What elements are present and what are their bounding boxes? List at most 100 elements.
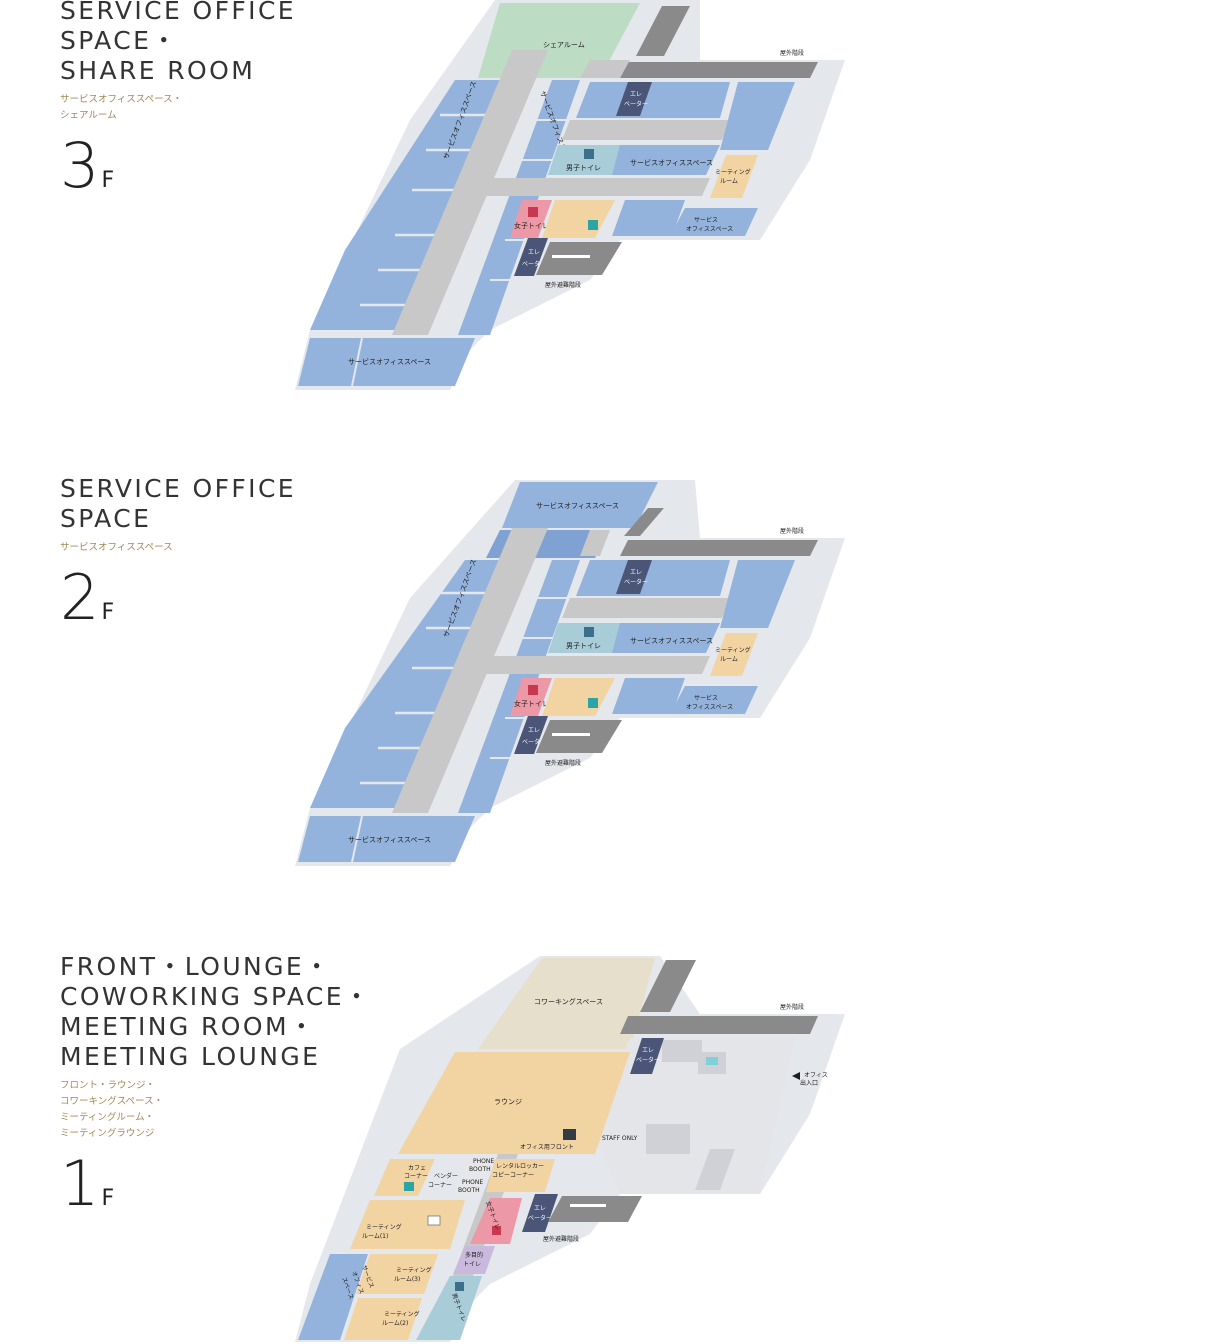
office-small-2[interactable] [612, 678, 685, 714]
coworking-space[interactable] [478, 958, 655, 1049]
mens-toilet-icon [584, 149, 594, 159]
office-right-far[interactable] [720, 560, 795, 628]
office-bottom-label: サービスオフィススペース [348, 357, 431, 366]
stairs-block [636, 6, 690, 56]
floor-1f-plan: コワーキングスペース 屋外階段 STAFF ONLY オフィス 出入口 エレ ベ… [295, 956, 845, 1342]
locker-copy-corner[interactable] [486, 1159, 555, 1192]
mens-toilet-icon [584, 627, 594, 637]
floor-2f-unit: F [101, 600, 115, 625]
office-right-label: サービスオフィススペース [630, 636, 713, 645]
office-bottom[interactable] [298, 816, 475, 862]
elevator-bottom-label-2: ベーター [528, 1214, 552, 1222]
mens-toilet[interactable] [548, 623, 620, 653]
cafe-corner[interactable] [374, 1159, 435, 1196]
office-top-label: サービスオフィススペース [536, 501, 619, 510]
elevator-bottom[interactable] [514, 716, 548, 754]
office-left[interactable] [310, 80, 508, 330]
mens-toilet[interactable] [548, 145, 620, 175]
entrance-label-2: 出入口 [800, 1079, 818, 1087]
staff-icon-teal [706, 1057, 718, 1065]
cafe-icon [404, 1182, 414, 1191]
phone-booth-1[interactable] [464, 1158, 492, 1174]
staff-only-block-1 [662, 1040, 702, 1062]
meeting-room-2[interactable] [344, 1298, 422, 1340]
elevator-top-label-2: ベーター [624, 578, 648, 586]
womens-toilet[interactable] [510, 678, 552, 716]
meeting-room-label-1: ミーティング [715, 168, 751, 176]
phone-booth-2-label-b: BOOTH [458, 1187, 480, 1194]
office-small-label-1: サービス [694, 694, 718, 702]
meeting-room[interactable] [710, 155, 758, 198]
womens-toilet-icon [492, 1226, 501, 1235]
multi-toilet-label-2: トイレ [463, 1261, 481, 1268]
mens-toilet[interactable] [416, 1276, 482, 1340]
floor-1f-unit: F [101, 1186, 115, 1211]
meeting-room-label-2: ルーム [720, 178, 738, 185]
office-right-top[interactable] [576, 560, 730, 596]
evac-stairs-label: 屋外避難階段 [545, 281, 581, 289]
evac-stairs-label: 屋外避難階段 [543, 1235, 579, 1243]
meeting-room-3[interactable] [356, 1254, 438, 1294]
floor-3f: SERVICE OFFICE SPACE・ SHARE ROOM サービスオフィ… [0, 0, 1220, 420]
elevator-bottom-label-1: エレ [534, 1205, 546, 1212]
evac-stairs-label: 屋外避難階段 [545, 759, 581, 767]
office-small-2[interactable] [612, 200, 685, 236]
outdoor-stairs-label: 屋外階段 [780, 1003, 804, 1011]
office-bottom[interactable] [298, 338, 475, 386]
outdoor-stairs-bar [620, 62, 818, 78]
service-tan-icon [588, 220, 598, 230]
service-office-space[interactable] [298, 1254, 368, 1340]
mens-toilet-label: 男子トイレ [566, 164, 601, 172]
floor-1f-title: FRONT・LOUNGE・ COWORKING SPACE・ MEETING R… [60, 952, 372, 1071]
office-right-far[interactable] [720, 82, 795, 150]
staff-only-label: STAFF ONLY [602, 1135, 638, 1142]
cafe-label-2: コーナー [404, 1173, 428, 1180]
elevator-bottom-label-1: エレ [528, 727, 540, 734]
lounge[interactable] [398, 1052, 630, 1154]
office-inner[interactable] [458, 560, 580, 813]
office-top[interactable] [502, 482, 658, 528]
staff-only-block-4 [695, 1149, 735, 1190]
office-bottom-divider [351, 337, 363, 387]
elevator-bottom[interactable] [514, 238, 548, 276]
meeting-room-1-label-b: ルーム(1) [362, 1233, 388, 1240]
corridor-lower [476, 178, 710, 196]
elevator-top-label-1: エレ [630, 569, 642, 576]
meeting-room-2-label-b: ルーム(2) [382, 1320, 408, 1327]
office-small-label-1: サービス [694, 216, 718, 224]
floor-2f-subtitle: サービスオフィススペース [60, 542, 173, 553]
office-small[interactable] [670, 686, 758, 714]
meeting-room-1[interactable] [350, 1200, 465, 1249]
entrance-arrow-icon[interactable] [792, 1072, 800, 1080]
womens-toilet[interactable] [510, 200, 552, 238]
corridor-top [580, 530, 610, 556]
meeting-room-label-2: ルーム [720, 656, 738, 663]
phone-booth-2[interactable] [454, 1178, 482, 1194]
elevator-bottom[interactable] [522, 1194, 558, 1232]
evac-stairs-step [552, 733, 590, 736]
phone-booth-2-label-a: PHONE [462, 1179, 483, 1186]
office-small-label-2: オフィススペース [686, 226, 733, 233]
floor-3f-title: SERVICE OFFICE SPACE・ SHARE ROOM [60, 0, 297, 85]
office-inner[interactable] [458, 80, 580, 335]
elevator-top[interactable] [630, 1038, 664, 1074]
corridor-top [580, 60, 630, 78]
floor-2f-plan: サービスオフィススペース 屋外階段 サービスオフィススペース サービスオフィスス… [295, 480, 845, 866]
office-right-top[interactable] [576, 82, 730, 118]
meeting-room-3-label-a: ミーティング [396, 1266, 432, 1274]
mens-toilet-label: 男子トイレ [566, 642, 601, 650]
womens-toilet[interactable] [470, 1198, 522, 1244]
phone-booth-1-label-b: BOOTH [469, 1166, 491, 1173]
elevator-top[interactable] [616, 560, 652, 594]
service-tan-icon [588, 698, 598, 708]
floor-1f-subtitle: フロント・ラウンジ・ コワーキングスペース・ ミーティングルーム・ ミーティング… [60, 1080, 164, 1139]
office-left[interactable] [310, 560, 508, 808]
multi-purpose-toilet[interactable] [453, 1246, 495, 1274]
office-small[interactable] [670, 208, 758, 236]
lounge-label: ラウンジ [494, 1098, 522, 1106]
elevator-top[interactable] [616, 82, 652, 116]
meeting-room[interactable] [710, 633, 758, 676]
